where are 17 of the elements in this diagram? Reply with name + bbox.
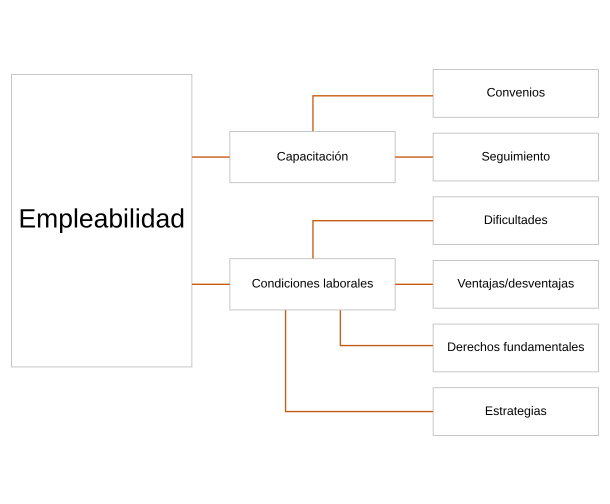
node-box: Estrategias bbox=[432, 386, 599, 436]
node-box: Ventajas/desventajas bbox=[432, 260, 599, 308]
node-box: Convenios bbox=[432, 68, 599, 118]
node-box: Derechos fundamentales bbox=[432, 323, 599, 372]
connector bbox=[395, 283, 433, 284]
node-box: Capacitación bbox=[229, 130, 396, 183]
node-box: Dificultades bbox=[432, 196, 599, 244]
connector bbox=[284, 310, 433, 412]
connector bbox=[340, 310, 433, 346]
connector bbox=[312, 94, 433, 131]
connector bbox=[312, 220, 433, 258]
node-box: Condiciones laborales bbox=[229, 258, 396, 310]
connector bbox=[395, 156, 433, 158]
node-box: Seguimiento bbox=[432, 132, 599, 181]
connector bbox=[192, 283, 230, 284]
connector bbox=[192, 156, 230, 158]
node-box: Empleabilidad bbox=[11, 73, 192, 367]
